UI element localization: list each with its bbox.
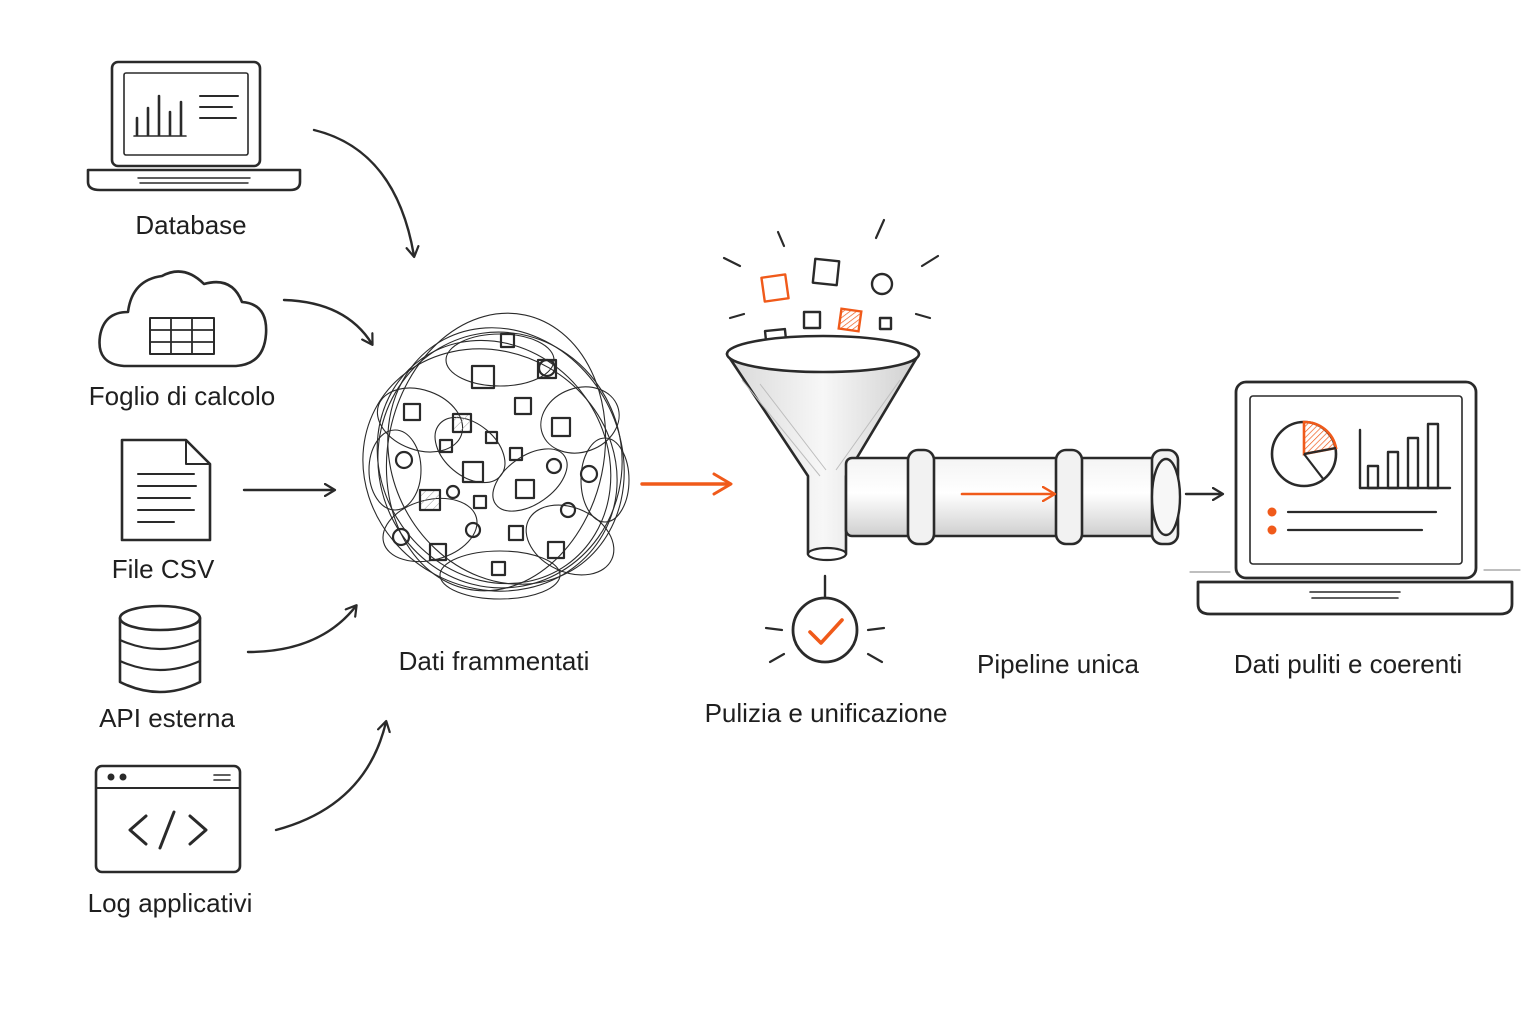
funnel-body — [725, 334, 921, 562]
fragmented-data-cloud: Dati frammentati — [362, 312, 630, 676]
document-icon — [120, 438, 212, 542]
source-label: Foglio di calcolo — [89, 381, 275, 411]
code-window-icon — [94, 764, 242, 874]
result-dashboard: Dati puliti e coerenti — [1189, 380, 1521, 679]
source-label: API esterna — [99, 703, 235, 733]
arrow-api — [246, 606, 356, 654]
arrow-spreadsheet — [282, 298, 372, 344]
pie-chart-icon — [1270, 420, 1338, 488]
source-label: Database — [135, 210, 246, 240]
stage-label-pipeline: Pipeline unica — [977, 649, 1139, 679]
source-csv: File CSV — [112, 438, 215, 584]
stage-label-cleaning: Pulizia e unificazione — [705, 698, 948, 728]
source-label: Log applicativi — [88, 888, 253, 918]
laptop-chart-icon — [86, 60, 302, 192]
source-arrows — [242, 128, 414, 832]
stage-label-result: Dati puliti e coerenti — [1234, 649, 1462, 679]
dashboard-laptop-icon — [1189, 380, 1521, 616]
arrow-logs — [274, 722, 386, 832]
source-label: File CSV — [112, 554, 215, 584]
database-cylinder-icon — [118, 604, 202, 694]
cleaning-funnel — [722, 218, 940, 562]
source-spreadsheet: Foglio di calcolo — [89, 270, 275, 411]
source-database: Database — [86, 60, 302, 240]
pipeline: Pipeline unica — [844, 448, 1182, 679]
stage-label-fragmented: Dati frammentati — [399, 646, 590, 676]
data-fragments — [391, 332, 599, 577]
arrow-database — [312, 128, 414, 256]
list-rows — [1267, 507, 1438, 535]
source-api: API esterna — [99, 604, 235, 733]
source-logs: Log applicativi — [88, 764, 253, 918]
spark-lines — [722, 218, 940, 320]
cloud-spreadsheet-icon — [98, 270, 268, 368]
bar-chart-icon — [1358, 422, 1452, 490]
scribble-cloud — [362, 312, 630, 600]
check-indicator: Pulizia e unificazione — [705, 574, 948, 728]
check-icon — [808, 618, 844, 645]
